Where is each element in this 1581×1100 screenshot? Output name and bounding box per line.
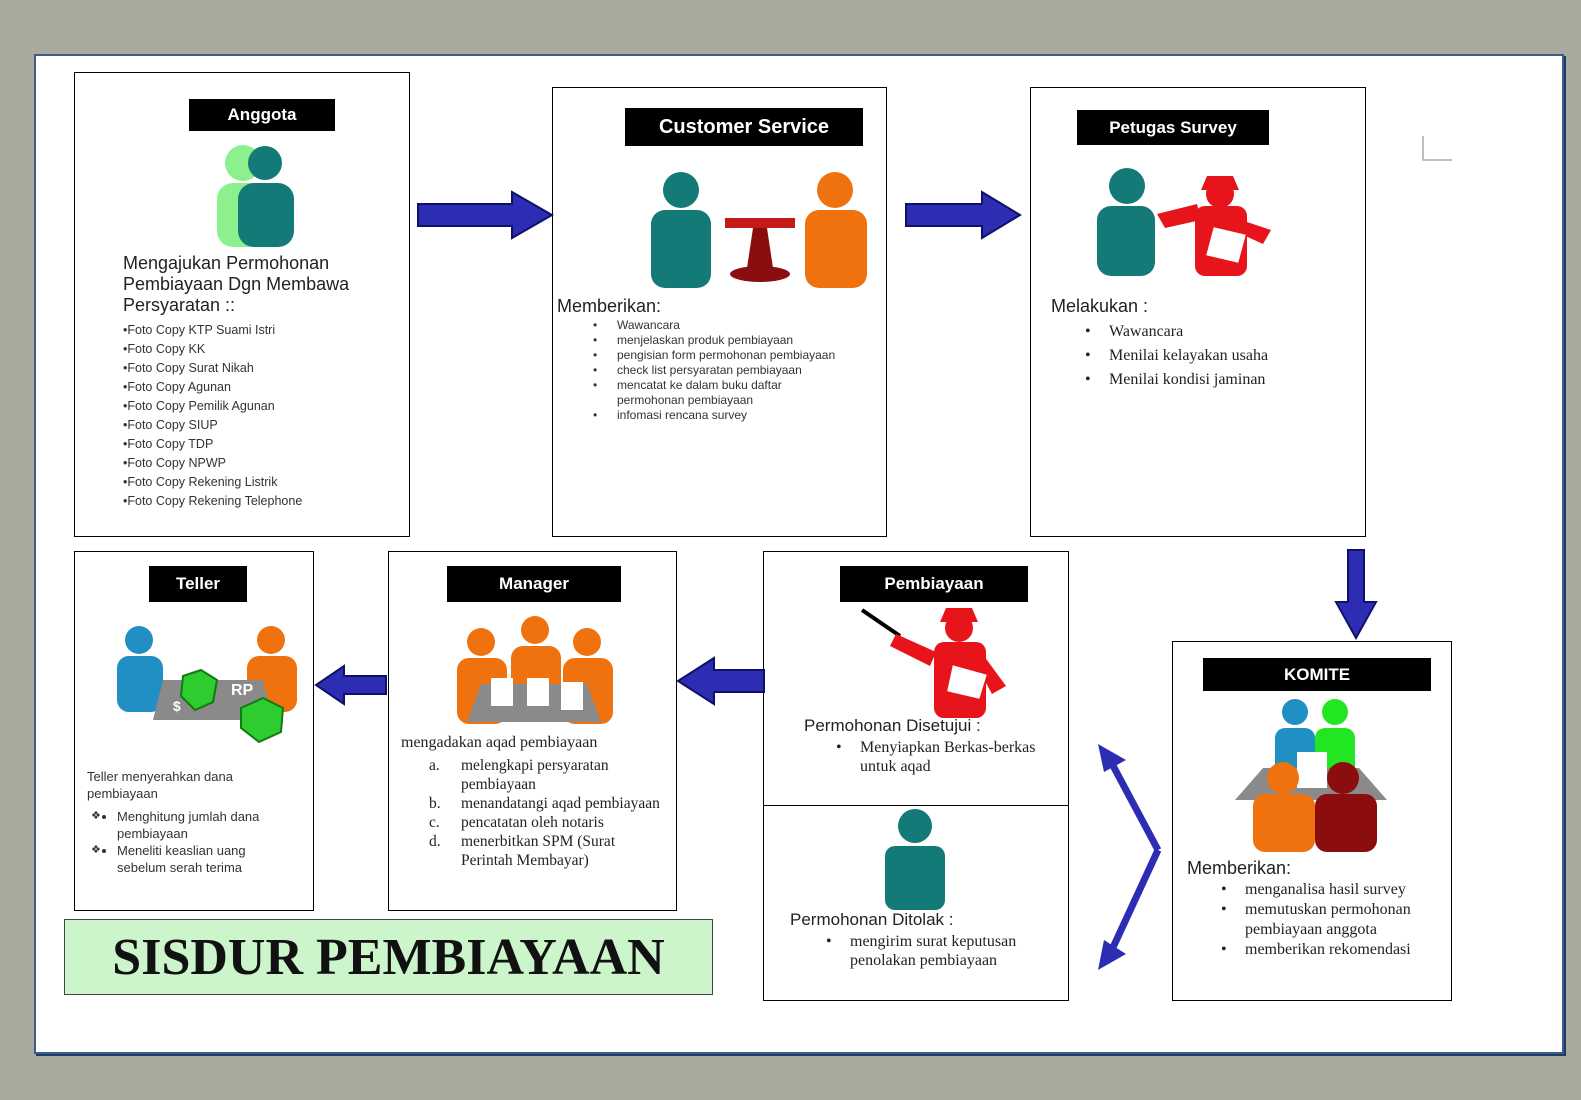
list-item: a. melengkapi persyaratan pembiayaan bbox=[429, 756, 669, 794]
list-item: check list persyaratan pembiayaan bbox=[593, 363, 849, 378]
list-item: Menyiapkan Berkas-berkas untuk aqad bbox=[836, 738, 1050, 776]
committee-meeting-icon bbox=[1235, 699, 1387, 852]
customer-service-desk-icon bbox=[651, 172, 867, 288]
teller-label: Teller bbox=[149, 566, 247, 602]
anggota-box: Anggota Mengajukan Permohonan Pembiayaan… bbox=[74, 72, 410, 537]
list-item: •Foto Copy TDP bbox=[123, 437, 214, 451]
rejected-list: mengirim surat keputusan penolakan pembi… bbox=[826, 932, 1036, 970]
list-item: mengirim surat keputusan penolakan pembi… bbox=[826, 932, 1036, 970]
list-item: b. menandatangi aqad pembiayaan bbox=[429, 794, 669, 813]
list-text: menandatangi aqad pembiayaan bbox=[461, 795, 660, 812]
list-item: •Foto Copy Pemilik Agunan bbox=[123, 399, 275, 413]
komite-heading: Memberikan: bbox=[1187, 858, 1292, 878]
list-item: Wawancara bbox=[1085, 320, 1339, 344]
anggota-requirements-list: •Foto Copy KTP Suami Istri •Foto Copy KK •… bbox=[123, 321, 393, 511]
list-text: pencatatan oleh notaris bbox=[461, 814, 604, 831]
rp-label: RP bbox=[231, 682, 254, 699]
list-item: mencatat ke dalam buku daftar permohonan… bbox=[593, 378, 849, 408]
anggota-heading: Mengajukan Permohonan Pembiayaan Dgn Mem… bbox=[123, 253, 350, 315]
list-item: memberikan rekomendasi bbox=[1221, 940, 1449, 960]
manager-box: Manager mengadakan aqad pembiayaan a. mel… bbox=[388, 551, 677, 911]
list-item: infomasi rencana survey bbox=[593, 408, 849, 423]
surveyor-figures-icon bbox=[1097, 168, 1271, 276]
list-text: menerbitkan SPM (Surat Perintah Membayar… bbox=[461, 833, 616, 869]
approved-list: Menyiapkan Berkas-berkas untuk aqad bbox=[836, 738, 1050, 776]
petugas-survey-label: Petugas Survey bbox=[1077, 110, 1269, 145]
komite-label: KOMITE bbox=[1203, 658, 1431, 691]
customer-service-list: Wawancaramenjelaskan produk pembiayaanpe… bbox=[593, 318, 849, 423]
manager-list: a. melengkapi persyaratan pembiayaan b. men… bbox=[429, 756, 669, 870]
manager-label: Manager bbox=[447, 566, 621, 602]
list-item: •Foto Copy Agunan bbox=[123, 380, 231, 394]
list-item: pengisian form permohonan pembiayaan bbox=[593, 348, 849, 363]
pembiayaan-label: Pembiayaan bbox=[840, 566, 1028, 602]
petugas-survey-list: WawancaraMenilai kelayakan usahaMenilai … bbox=[1085, 320, 1339, 392]
list-item: •Foto Copy KTP Suami Istri bbox=[123, 323, 276, 337]
anggota-label: Anggota bbox=[189, 99, 335, 131]
member-figure-icon bbox=[217, 145, 294, 247]
list-item: •Foto Copy SIUP bbox=[123, 418, 218, 432]
arrow-survey-to-komite bbox=[1334, 549, 1378, 640]
list-item: menganalisa hasil survey bbox=[1221, 880, 1449, 900]
list-item: menjelaskan produk pembiayaan bbox=[593, 333, 849, 348]
list-marker: b. bbox=[429, 795, 441, 812]
customer-service-heading: Memberikan: bbox=[557, 296, 662, 316]
petugas-survey-heading: Melakukan : bbox=[1051, 296, 1149, 316]
list-text: melengkapi persyaratan pembiayaan bbox=[461, 757, 609, 793]
list-marker: a. bbox=[429, 757, 440, 774]
arrow-anggota-to-cs bbox=[417, 190, 554, 240]
manager-meeting-icon bbox=[457, 616, 613, 724]
list-item: •Foto Copy Surat Nikah bbox=[123, 361, 254, 375]
manager-heading: mengadakan aqad pembiayaan bbox=[401, 734, 598, 751]
list-item: memutuskan permohonan pembiayaan anggota bbox=[1221, 900, 1449, 940]
list-item: Menilai kelayakan usaha bbox=[1085, 344, 1339, 368]
customer-service-box: Customer Service Memberikan: Wawancarame… bbox=[552, 87, 887, 537]
list-item: •Foto Copy KK bbox=[123, 342, 206, 356]
rejected-member-icon bbox=[885, 809, 945, 910]
arrow-komite-decision bbox=[1098, 744, 1162, 970]
pembiayaan-box: Pembiayaan Permohonan Disetujui : Menyia… bbox=[763, 551, 1069, 1001]
dollar-label: $ bbox=[173, 698, 181, 714]
list-item: c. pencatatan oleh notaris bbox=[429, 813, 669, 832]
list-item: Menilai kondisi jaminan bbox=[1085, 368, 1339, 392]
list-marker: c. bbox=[429, 814, 440, 831]
list-item: Menghitung jumlah dana pembiayaan bbox=[117, 808, 297, 842]
teller-money-icon bbox=[117, 626, 297, 744]
teller-list: Menghitung jumlah dana pembiayaanMenelit… bbox=[117, 808, 297, 876]
list-item: •Foto Copy Rekening Telephone bbox=[123, 494, 303, 508]
komite-list: menganalisa hasil surveymemutuskan permo… bbox=[1221, 880, 1449, 960]
teller-box: Teller RP $ Teller menyerahkan dana pemb… bbox=[74, 551, 314, 911]
arrow-cs-to-survey bbox=[905, 190, 1022, 240]
list-item: •Foto Copy Rekening Listrik bbox=[123, 475, 278, 489]
approved-heading: Permohonan Disetujui : bbox=[804, 716, 981, 735]
list-item: •Foto Copy NPWP bbox=[123, 456, 227, 470]
arrow-manager-to-teller bbox=[314, 664, 387, 706]
teller-heading: Teller menyerahkan dana pembiayaan bbox=[87, 769, 233, 801]
rejected-heading: Permohonan Ditolak : bbox=[790, 910, 954, 929]
corner-mark bbox=[1422, 136, 1452, 161]
arrow-pembiayaan-to-manager bbox=[676, 656, 765, 706]
diagram-title: SISDUR PEMBIAYAAN bbox=[64, 919, 713, 995]
petugas-survey-box: Petugas Survey Melakukan : WawancaraMeni… bbox=[1030, 87, 1366, 537]
list-marker: d. bbox=[429, 833, 441, 850]
list-item: Wawancara bbox=[593, 318, 849, 333]
komite-box: KOMITE Memberikan: menganalisa hasil sur… bbox=[1172, 641, 1452, 1001]
presenter-figure-icon bbox=[860, 608, 1006, 718]
pembiayaan-divider bbox=[764, 805, 1068, 806]
list-item: d. menerbitkan SPM (Surat Perintah Membay… bbox=[429, 832, 669, 870]
list-item: Meneliti keaslian uang sebelum serah ter… bbox=[117, 842, 297, 876]
customer-service-label: Customer Service bbox=[625, 108, 863, 146]
